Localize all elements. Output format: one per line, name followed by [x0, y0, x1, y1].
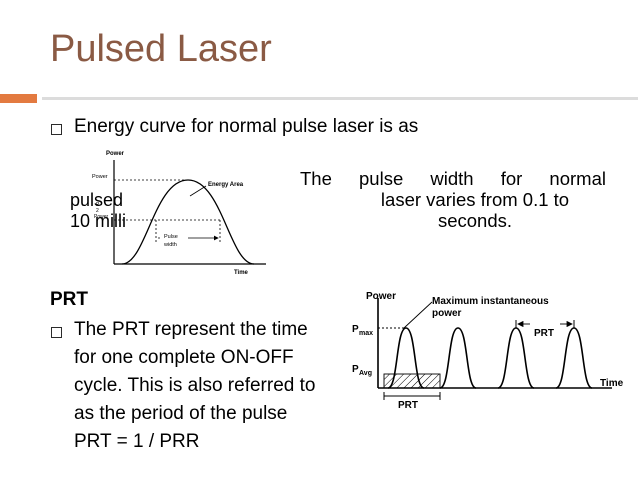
pulse-width-line-3: seconds.: [437, 210, 513, 231]
max-power-annotation-1: Maximum instantaneous: [432, 296, 549, 307]
peak-power-label: Power: [92, 174, 108, 180]
pulse-4: [555, 327, 593, 389]
max-power-pointer: [403, 301, 433, 329]
pulse-width-paragraph: The pulse width for normal laser varies …: [300, 168, 606, 231]
pmax-subscript: max: [359, 330, 373, 337]
y-axis-label: Power: [366, 291, 396, 302]
pulse-train-figure: Power Time Maximum instantaneous power P…: [352, 291, 624, 411]
pulse-width-line-2: laser varies from 0.1 to: [380, 189, 570, 210]
bullet-box-icon: [51, 327, 62, 338]
pulse-3: [497, 327, 535, 389]
word: pulse: [359, 168, 404, 189]
energy-area-label: Energy Area: [208, 182, 244, 188]
half-power-num: P: [96, 202, 100, 208]
overflow-word-10-milli: 10 milli: [70, 211, 127, 231]
pulse-width-line-1: The pulse width for normal: [300, 168, 606, 189]
x-axis-label: Time: [234, 270, 249, 276]
word: The: [300, 168, 332, 189]
prt-formula: PRT = 1 / PRR: [74, 431, 200, 452]
word: normal: [549, 168, 606, 189]
word: for: [500, 168, 523, 189]
half-power-word: Power: [94, 214, 109, 220]
pulse-2: [439, 327, 477, 389]
x-axis-label: Time: [600, 378, 624, 389]
y-axis-label: Power: [106, 151, 125, 157]
pavg-symbol: P: [352, 364, 359, 375]
half-power-den: 2: [96, 208, 99, 214]
prt-top-label: PRT: [534, 328, 554, 339]
word: width: [430, 168, 474, 189]
slide-title: Pulsed Laser: [50, 28, 272, 70]
energy-area-pointer: [189, 185, 207, 197]
bullet-energy-curve: Energy curve for normal pulse laser is a…: [74, 116, 419, 137]
pulse-width-box: [160, 232, 188, 250]
title-divider: [42, 97, 638, 100]
pavg-subscript: Avg: [359, 370, 372, 377]
prt-bullet-line-2: for one complete ON-OFF: [74, 347, 294, 368]
title-accent-bar: [0, 94, 37, 103]
average-power-area: [383, 373, 441, 389]
overflow-word-pulsed: pulsed: [70, 190, 124, 210]
prt-bullet-line-1: The PRT represent the time: [74, 319, 308, 340]
prt-heading: PRT: [50, 289, 88, 310]
pulse-width-label-2: width: [163, 242, 177, 248]
pulse-width-label-1: Pulse: [164, 234, 178, 240]
prt-bullet-line-4: as the period of the pulse: [74, 403, 288, 424]
pmax-symbol: P: [352, 324, 359, 335]
prt-bottom-label: PRT: [398, 400, 418, 411]
prt-bullet-line-3: cycle. This is also referred to: [74, 375, 316, 396]
energy-curve-figure: Power Time Power P 2 Power Energy Area P…: [92, 151, 266, 276]
max-power-annotation-2: power: [432, 308, 462, 319]
energy-curve-line: [121, 179, 255, 265]
bullet-box-icon: [51, 124, 62, 135]
pulse-1: [387, 327, 425, 389]
